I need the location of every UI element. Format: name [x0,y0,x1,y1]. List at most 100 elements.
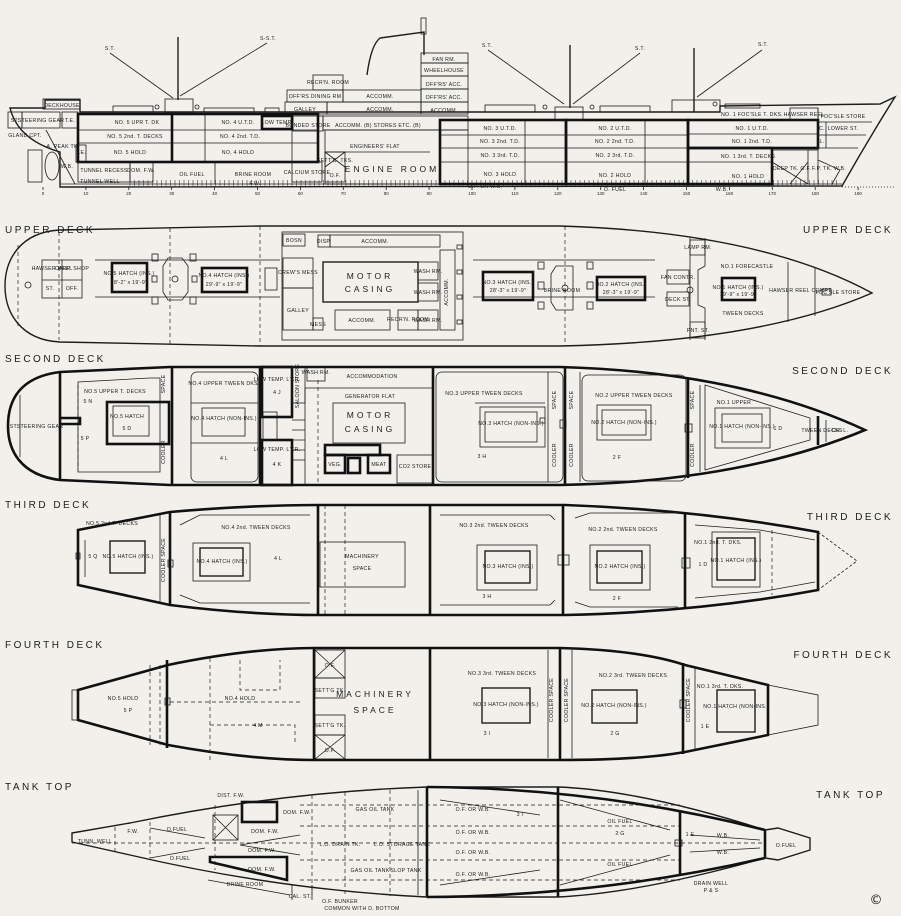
profile-label: DEEP TK. O.F. [773,166,811,172]
profile-label: LOWER ST. [828,126,859,132]
second-deck-label: CASING [345,424,396,434]
profile-label: F.W. [249,181,260,187]
tank-top-label: BRINE ROOM [227,882,263,888]
tank-top-label: DOM. F.W. [283,810,311,816]
tank-top-plan [71,785,811,900]
upper-deck-label: FAN CONTR. [661,275,695,281]
fourth-deck-label: 3 I [484,731,491,737]
profile-label: C. [819,126,825,132]
upper-deck-label: BRINE ROOM [544,288,580,294]
hatch-no2 [591,689,638,724]
profile-label: CALCIUM STORE [284,170,331,176]
fourth-deck-label: NO.5 HOLD [108,696,139,702]
frame-number: 170 [769,191,777,196]
second-deck-label: LOW TEMP. L'KR. [254,447,301,453]
tank-top-label: O.F. BUNKER [322,899,358,905]
motor-casing [322,261,419,303]
tank-top-label: F.W. [127,829,138,835]
second-deck-label: NO.1 HATCH (NON-INS.) [709,424,775,430]
fourth-deck-label: SPACE [353,705,396,715]
profile-label: T.E. [65,118,75,124]
frame-number: 190 [854,191,862,196]
tank-top-label: DRAIN WELL [694,881,729,887]
profile-label: BONDED STORE [285,123,330,129]
motor-casing [332,402,406,444]
third-deck-label: NO.4 2nd. TWEEN DECKS [221,525,291,531]
profile-label: NO. 4 U.T.D. [222,120,255,126]
frame-number: 100 [468,191,476,196]
second-deck-label: MEAT [371,462,387,468]
profile-label: NO. 2 U.T.D. [599,126,632,132]
profile-label: OFF'RS' ACC. [426,82,463,88]
deck-title: TANK TOP [5,782,74,793]
profile-label: T.E. [76,150,86,156]
upper-deck-label: NO.2 HATCH (INS.) [595,282,646,288]
tank-top-label: P & S [704,888,719,894]
profile-label: A. PEAK TK. [47,144,80,150]
tank-top-label: DIST. F.W. [217,793,244,799]
profile-label: FOC'SLE STORE [821,114,866,120]
tank-top-label: 3 I [517,812,524,818]
tank-top-label: O.FUEL [170,856,191,862]
profile-label: ACCOMM. [366,107,393,113]
deck-title: UPPER DECK [803,225,893,236]
tank-top-label: 2 G [615,831,624,837]
third-deck-label: NO.1 HATCH (INS.) [710,558,761,564]
upper-deck-label: NO.1 HATCH (INS.) [712,285,763,291]
profile-label: NO. 5 UPR T. DK [115,120,160,126]
stay-label: S-S.T. [260,36,276,42]
second-deck-label: COOLER [552,443,558,467]
deck-title: TANK TOP [816,790,885,801]
profile-label: NO. 5 2nd. T. DECKS [107,134,163,140]
profile-label: ACCOMM. [430,108,457,114]
fourth-deck-label: NO.1 3rd. T. DKS. [697,684,744,690]
deck-title: SECOND DECK [5,354,106,365]
upper-deck-plan [4,225,874,347]
frame-number: 160 [726,191,734,196]
tank-top-label: L.O. DRAIN TK. [319,842,360,848]
hatch-no1 [716,689,756,733]
tank-top-label: DOM. F.W. [248,848,276,854]
second-deck-label: WASH RM. [302,370,331,376]
profile-label: O. FUEL [604,187,626,193]
profile-label: NO. 3 HOLD [484,172,516,178]
hatch-no5 [109,540,146,574]
second-deck-label: NO.3 HATCH (NON-INS.) [478,421,544,427]
second-deck-label: 4 L [220,456,228,462]
second-deck-label: SPACE [569,390,575,409]
tank-top-label: O.FUEL [167,827,188,833]
profile-label: W.B. [61,164,73,170]
stay-label: S.T. [482,43,492,49]
stay-label: S.T. [105,46,115,52]
second-deck-label: 4 K [273,462,282,468]
propeller [44,151,60,181]
hatch-no4 [199,547,244,577]
third-deck-label: NO.1 2nd. T. DKS. [694,540,742,546]
profile-label: NO. 4 2nd. T.D. [220,134,260,140]
fourth-deck-label: NO.3 3rd. TWEEN DECKS [468,671,536,677]
profile-label: OIL FUEL [179,172,204,178]
hatch-no3 [481,687,531,724]
second-deck-label: SALOON STORE [295,364,301,409]
second-deck-label: GENERATOR FLAT [345,394,396,400]
tank-top-label: DOM. F.W. [248,867,276,873]
profile-label: DECKHOUSE [44,103,80,109]
fourth-deck-label: NO.4 HOLD [225,696,256,702]
third-deck-label: SPACE [353,566,372,572]
hatch-no2 [595,275,647,302]
profile-label: NO. 1 U.T.D. [736,126,769,132]
funnel [366,31,425,76]
fourth-deck-label: COOLER SPACE [549,678,555,722]
second-deck-label: COOLER [690,443,696,467]
tank-top-label: DOM. F.W. [251,829,279,835]
second-deck-label: COOLER [569,443,575,467]
profile-label: NO. 2 HOLD [599,173,631,179]
third-deck-plan [75,503,858,617]
hatch-no3 [481,270,535,302]
third-deck-label: NO.4 HATCH (INS.) [196,559,247,565]
profile-label: OFF'RS' ACC. [426,95,463,101]
profile-label: ST. [11,118,19,124]
profile-label: DOM. F.W. [127,168,155,174]
upper-deck-label: TWEEN DECKS [722,311,764,317]
